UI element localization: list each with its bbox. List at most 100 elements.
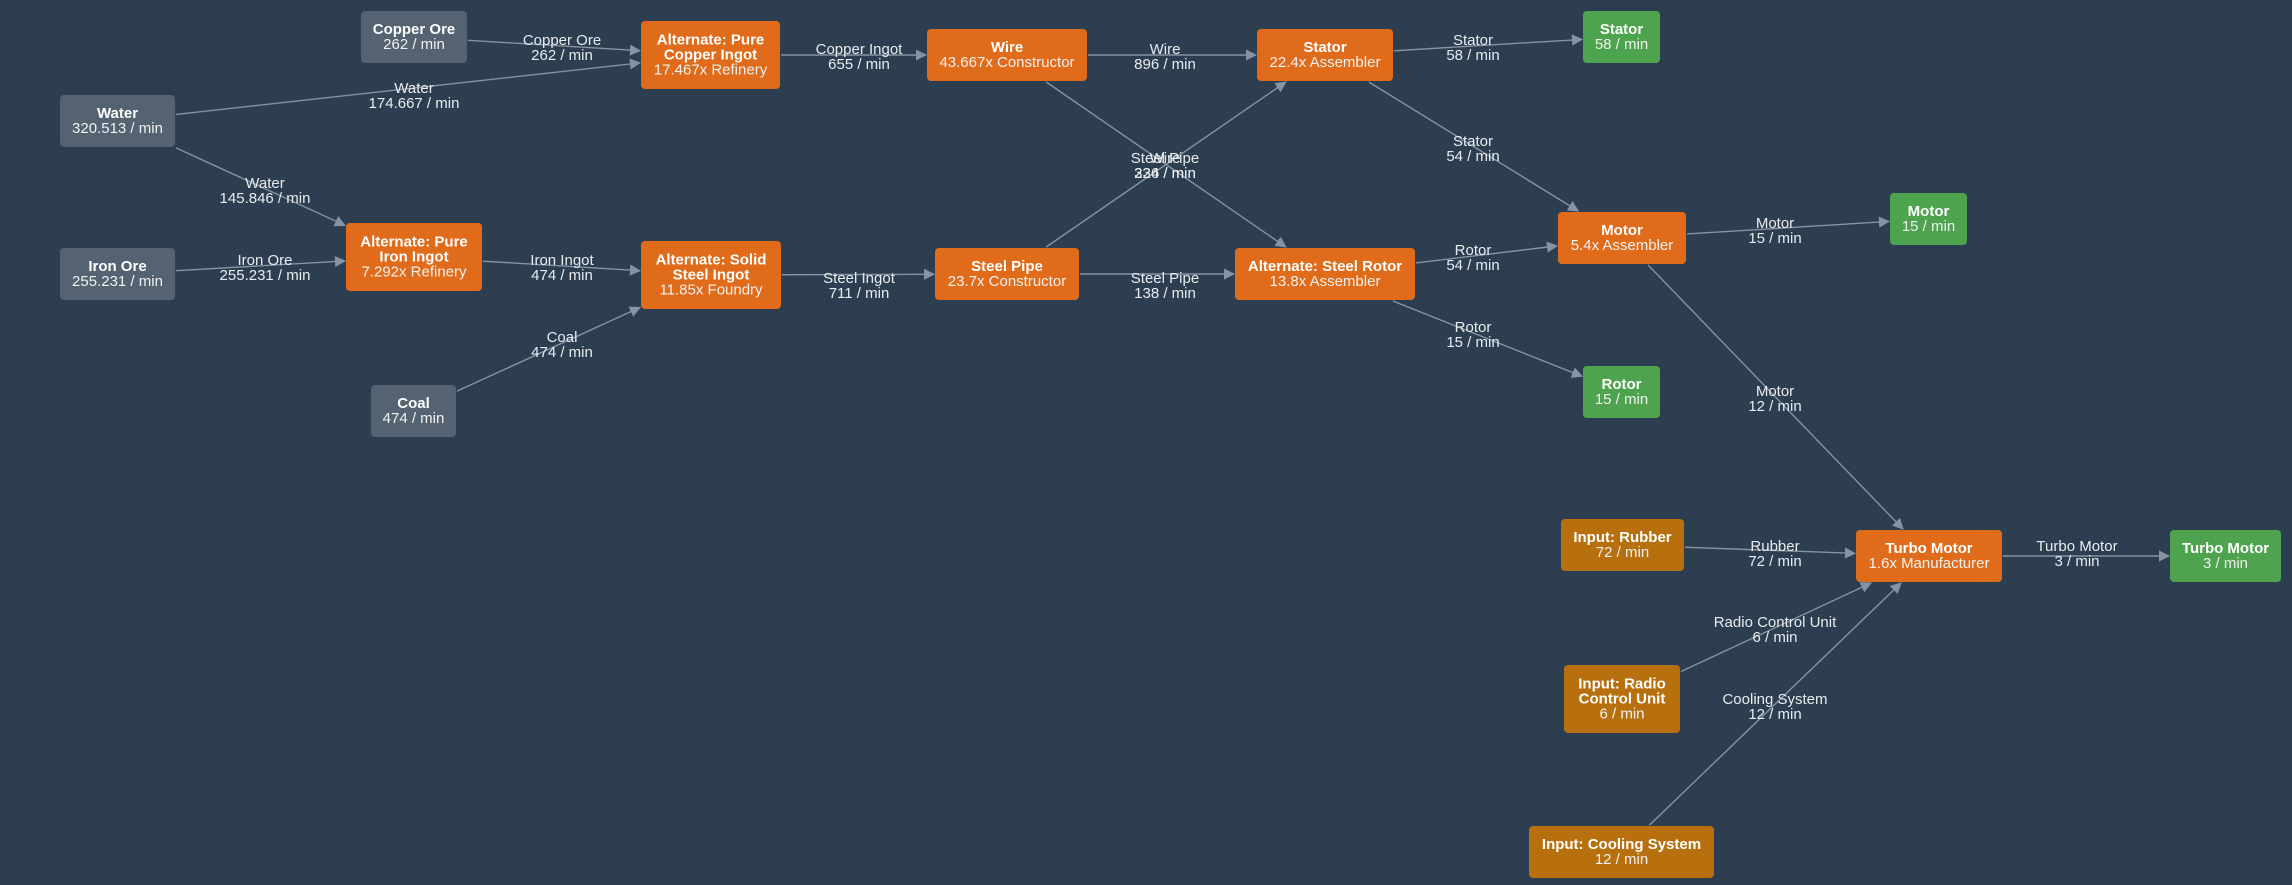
edge-rate: 474 / min <box>531 344 593 361</box>
node-subtitle: 22.4x Assembler <box>1270 54 1381 71</box>
edge-label: Radio Control Unit <box>1714 614 1837 631</box>
node-title: Alternate: Pure <box>360 234 468 251</box>
node-box <box>60 95 175 147</box>
edge-rate: 655 / min <box>828 56 890 73</box>
edge-label: Iron Ingot <box>530 252 594 269</box>
edge-label: Turbo Motor <box>2036 538 2117 555</box>
node-box <box>935 248 1079 300</box>
node-title: Stator <box>1303 39 1347 56</box>
node-box <box>641 241 781 309</box>
edge-rate: 711 / min <box>829 285 890 302</box>
edge-motor-to-turbo <box>1647 264 1904 530</box>
node-title: Input: Radio <box>1578 676 1665 693</box>
edge-copper_ore-to-pure_copper <box>467 39 642 56</box>
node-title: Rotor <box>1602 376 1642 393</box>
node-box <box>1564 665 1680 733</box>
edge-label: Copper Ore <box>523 32 601 49</box>
node-subtitle: 12 / min <box>1595 851 1648 868</box>
node-subtitle: 15 / min <box>1902 218 1955 235</box>
node-title: Steel Pipe <box>971 258 1043 275</box>
node-subtitle: 6 / min <box>1599 706 1644 723</box>
node-title: Turbo Motor <box>1885 540 1972 557</box>
edge-water-to-pure_iron <box>175 147 347 227</box>
node-title: Motor <box>1908 203 1950 220</box>
edge-label: Copper Ingot <box>816 41 904 58</box>
edge-label: Cooling System <box>1722 691 1827 708</box>
node-subtitle: 3 / min <box>2203 555 2248 572</box>
edge-label: Rubber <box>1750 538 1799 555</box>
node-title: Alternate: Steel Rotor <box>1248 258 1402 275</box>
node-box <box>1558 212 1686 264</box>
node-box <box>1235 248 1415 300</box>
edge-cooling_in-to-turbo <box>1649 582 1902 826</box>
node-box <box>371 385 456 437</box>
edge-rate: 72 / min <box>1748 553 1801 570</box>
edge-label: Motor <box>1756 383 1794 400</box>
edge-layer <box>175 34 2171 826</box>
edge-rate: 255.231 / min <box>220 267 311 284</box>
node-subtitle: 255.231 / min <box>72 273 163 290</box>
edge-label: Rotor <box>1455 319 1492 336</box>
node-title: Control Unit <box>1579 691 1666 708</box>
node-box <box>1890 193 1967 245</box>
node-subtitle: 474 / min <box>383 410 445 427</box>
node-box <box>641 21 780 89</box>
edge-rate: 3 / min <box>2054 553 2099 570</box>
node-subtitle: 7.292x Refinery <box>361 264 467 281</box>
edge-rate: 138 / min <box>1134 285 1196 302</box>
node-title: Coal <box>397 395 430 412</box>
node-title: Turbo Motor <box>2182 540 2269 557</box>
node-box <box>361 11 467 63</box>
edge-solid_steel-to-steel_pipe <box>781 268 936 280</box>
edge-rate: 54 / min <box>1446 257 1499 274</box>
edge-label: Steel Ingot <box>823 270 896 287</box>
edge-iron_ore-to-pure_iron <box>175 255 347 272</box>
edge-label: Wire <box>1150 150 1181 167</box>
edge-rate: 12 / min <box>1748 398 1801 415</box>
edge-rate: 336 / min <box>1134 165 1196 182</box>
edge-label: Water <box>245 175 284 192</box>
edge-rate: 145.846 / min <box>220 190 311 207</box>
edge-pure_iron-to-solid_steel <box>482 260 642 276</box>
edge-steel_rotor-to-motor <box>1415 241 1559 264</box>
edge-label: Stator <box>1453 133 1493 150</box>
edge-label: Rotor <box>1455 242 1492 259</box>
edge-rate: 58 / min <box>1446 47 1499 64</box>
edge-label: Coal <box>547 329 578 346</box>
edge-label: Wire <box>1150 41 1181 58</box>
node-subtitle: 58 / min <box>1595 36 1648 53</box>
node-title: Motor <box>1601 222 1643 239</box>
edge-motor-to-motor_out <box>1686 216 1891 235</box>
edge-label: Motor <box>1756 215 1794 232</box>
node-subtitle: 11.85x Foundry <box>659 282 763 299</box>
node-title: Stator <box>1600 21 1644 38</box>
edge-rate: 54 / min <box>1446 148 1499 165</box>
node-subtitle: 5.4x Assembler <box>1571 237 1674 254</box>
node-box <box>60 248 175 300</box>
edge-rate: 174.667 / min <box>369 95 460 112</box>
node-title: Copper Ore <box>373 21 456 38</box>
